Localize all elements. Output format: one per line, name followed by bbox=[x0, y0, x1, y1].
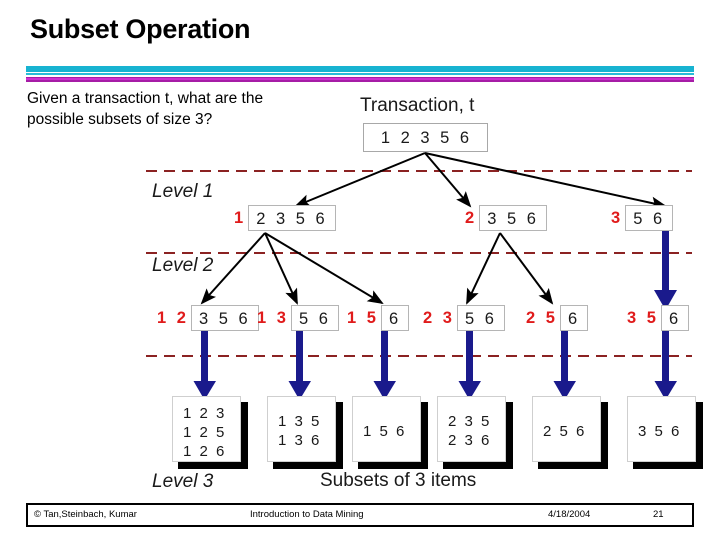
result-box-shadow bbox=[506, 402, 513, 468]
arrows-level1-node2-to-level2 bbox=[466, 232, 554, 305]
result-row: 1 2 6 bbox=[183, 443, 227, 460]
level2-node-2[interactable]: 1 3 5 6 bbox=[257, 305, 339, 331]
divider-bar-cyan bbox=[26, 66, 694, 72]
subset-tree-diagram: Transaction, t 1 2 3 5 6 Level 1 Level 2… bbox=[0, 85, 720, 500]
footer-copyright: © Tan,Steinbach, Kumar bbox=[34, 509, 137, 520]
level1-node-1[interactable]: 1 2 3 5 6 bbox=[234, 205, 336, 231]
arrows-level1-node1-to-level2 bbox=[200, 232, 384, 305]
result-row: 1 2 3 bbox=[183, 405, 227, 422]
level3-result-box-6[interactable]: 3 5 6 bbox=[627, 396, 703, 469]
level2-node-5[interactable]: 2 5 6 bbox=[526, 305, 589, 331]
divider-bar-cyan-thin bbox=[26, 73, 694, 75]
result-row: 2 3 6 bbox=[448, 432, 492, 449]
footer-course-title: Introduction to Data Mining bbox=[250, 509, 364, 520]
level-separator-lines bbox=[146, 170, 692, 357]
level2-node-5-suffix: 6 bbox=[559, 305, 589, 331]
level2-node-5-prefix: 2 5 bbox=[526, 309, 558, 327]
arrows-level1-node3-to-level2 bbox=[654, 218, 677, 310]
level2-node-4-suffix: 5 6 bbox=[456, 305, 505, 331]
result-row: 2 5 6 bbox=[543, 423, 587, 440]
arrows-level2-to-level3 bbox=[193, 317, 677, 400]
level3-result-box-5[interactable]: 2 5 6 bbox=[532, 396, 608, 469]
level1-node-2-suffix: 3 5 6 bbox=[479, 205, 547, 231]
level2-node-6-suffix: 6 bbox=[660, 305, 690, 331]
level3-result-box-3[interactable]: 1 5 6 bbox=[352, 396, 428, 469]
subsets-of-3-items-label: Subsets of 3 items bbox=[320, 470, 477, 491]
diagram-connectors-layer bbox=[146, 152, 692, 400]
result-box-shadow bbox=[336, 402, 343, 468]
level3-result-box-1[interactable]: 1 2 3 1 2 5 1 2 6 bbox=[172, 396, 248, 469]
level-2-label: Level 2 bbox=[152, 255, 214, 276]
level1-node-3[interactable]: 3 5 6 bbox=[611, 205, 674, 231]
level3-result-box-4[interactable]: 2 3 5 2 3 6 bbox=[437, 396, 513, 469]
level2-node-2-prefix: 1 3 bbox=[257, 309, 289, 327]
level2-node-6[interactable]: 3 5 6 bbox=[627, 305, 690, 331]
result-box-shadow bbox=[633, 462, 703, 469]
level3-result-box-2[interactable]: 1 3 5 1 3 6 bbox=[267, 396, 343, 469]
level2-node-1-suffix: 3 5 6 bbox=[190, 305, 259, 331]
level-3-label: Level 3 bbox=[152, 471, 214, 492]
result-box-shadow bbox=[443, 462, 513, 469]
question-text: Given a transaction t, what are the poss… bbox=[27, 90, 264, 128]
result-row: 3 5 6 bbox=[638, 423, 682, 440]
result-box-shadow bbox=[601, 402, 608, 468]
divider-bar-magenta-highlight bbox=[26, 78, 694, 80]
result-box-shadow bbox=[241, 402, 248, 468]
result-box-shadow bbox=[358, 462, 428, 469]
level2-node-1[interactable]: 1 2 3 5 6 bbox=[157, 305, 259, 331]
transaction-label: Transaction, t bbox=[360, 95, 475, 116]
level-1-label: Level 1 bbox=[152, 181, 214, 202]
level2-node-6-prefix: 3 5 bbox=[627, 309, 659, 327]
footer-page-number: 21 bbox=[653, 509, 664, 520]
page-title: Subset Operation bbox=[30, 14, 251, 44]
level2-node-4-prefix: 2 3 bbox=[423, 309, 455, 327]
result-box-shadow bbox=[421, 402, 428, 468]
slide-footer: © Tan,Steinbach, Kumar Introduction to D… bbox=[26, 503, 694, 527]
level1-node-2-prefix: 2 bbox=[465, 209, 478, 227]
level2-node-3-suffix: 6 bbox=[380, 305, 410, 331]
level2-node-1-prefix: 1 2 bbox=[157, 309, 189, 327]
footer-date: 4/18/2004 bbox=[548, 509, 591, 520]
result-box-shadow bbox=[178, 462, 248, 469]
result-row: 1 3 5 bbox=[278, 413, 322, 430]
arrows-transaction-to-level1 bbox=[294, 152, 667, 210]
result-row: 2 3 5 bbox=[448, 413, 492, 430]
result-box-shadow bbox=[696, 402, 703, 468]
result-box-shadow bbox=[273, 462, 343, 469]
result-row: 1 2 5 bbox=[183, 424, 227, 441]
level2-node-3[interactable]: 1 5 6 bbox=[347, 305, 410, 331]
transaction-items: 1 2 3 5 6 bbox=[380, 129, 473, 147]
level2-node-3-prefix: 1 5 bbox=[347, 309, 379, 327]
level1-node-3-suffix: 5 6 bbox=[625, 205, 674, 231]
transaction-box: 1 2 3 5 6 bbox=[363, 123, 488, 152]
level2-node-4[interactable]: 2 3 5 6 bbox=[423, 305, 505, 331]
level1-node-1-suffix: 2 3 5 6 bbox=[248, 205, 336, 231]
level1-node-2[interactable]: 2 3 5 6 bbox=[465, 205, 547, 231]
result-box-shadow bbox=[538, 462, 608, 469]
level1-node-1-prefix: 1 bbox=[234, 209, 247, 227]
result-row: 1 3 6 bbox=[278, 432, 322, 449]
result-row: 1 5 6 bbox=[363, 423, 407, 440]
level2-node-2-suffix: 5 6 bbox=[290, 305, 339, 331]
level1-node-3-prefix: 3 bbox=[611, 209, 624, 227]
